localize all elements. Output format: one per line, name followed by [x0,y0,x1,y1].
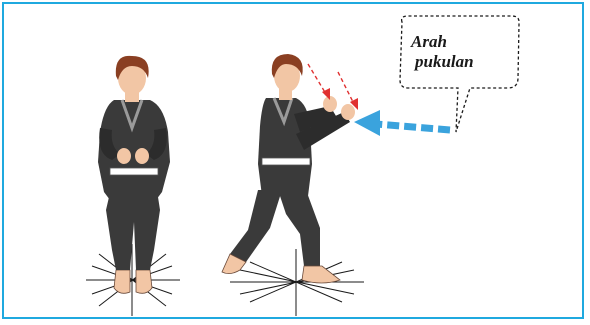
punch-direction-label: Arah pukulan [411,32,521,72]
feet [114,270,152,293]
label-line-2: pukulan [411,52,521,72]
ground-lines-left [86,244,180,316]
front-leg [278,190,320,266]
illustration-frame: Arah pukulan [2,2,584,319]
ground-lines-right [230,249,364,316]
label-line-1: Arah [411,32,521,52]
punch-direction-arrow [354,110,450,136]
belt-2 [262,158,310,165]
punching-figure [222,54,364,316]
standing-figure [86,56,180,316]
belt [110,168,158,175]
back-leg [230,190,282,266]
